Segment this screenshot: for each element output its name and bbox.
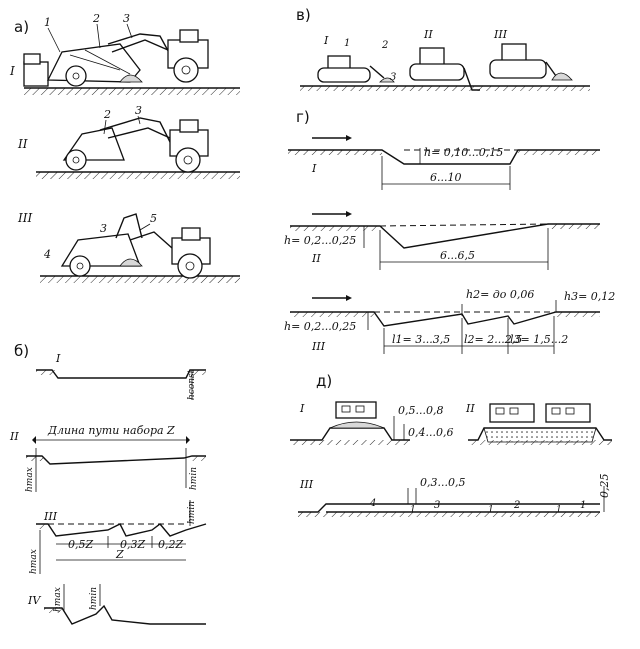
panel-a1-scraper: I 1 2 3: [9, 12, 240, 95]
roman-bIV: IV: [27, 594, 41, 607]
label-1: 1: [44, 16, 51, 29]
d3-width-label: 0,3...0,5: [420, 476, 465, 489]
roman-bI: I: [55, 352, 61, 365]
h-min-label-b3: hmin: [187, 501, 197, 524]
panel-b1-profile: I hconst: [36, 352, 206, 400]
g3-l3-label: l3= 1,5...2: [510, 333, 568, 346]
label-v3: 3: [390, 72, 396, 83]
roman-vII: II: [423, 28, 433, 41]
d1-depth-label: 0,4...0,6: [408, 426, 453, 439]
section-g-label: г): [296, 108, 310, 126]
roman-bII: II: [9, 430, 19, 443]
h-min-label: hmin: [189, 467, 199, 490]
roman-dIII: III: [299, 478, 314, 491]
path-length-label: Длина пути набора Z: [47, 424, 175, 437]
panel-g3-profile: h= 0,2...0,25 h2= до 0,06 h3= 0,12 III l…: [284, 288, 615, 354]
d3-label-2: 2: [513, 500, 520, 511]
roman-III: III: [17, 211, 32, 225]
roman-vI: I: [323, 34, 329, 47]
panel-g2-profile: h= 0,2...0,25 II 6...6,5: [284, 211, 600, 270]
panel-b3-profile: III 0,5Z 0,3Z 0,2Z Z hmax hmin: [29, 500, 207, 574]
label-2b: 2: [103, 108, 111, 121]
panel-d2-section: II: [465, 402, 612, 445]
label-v2: 2: [381, 40, 388, 51]
roman-gII: II: [311, 252, 321, 265]
roman-gI: I: [311, 162, 317, 175]
g1-length-label: 6...10: [430, 171, 462, 184]
panel-v-bulldozers: I 1 2 3 II III: [300, 28, 590, 91]
g1-h-label: h= 0,10...0,15: [424, 146, 503, 159]
label-3c: 3: [100, 222, 107, 235]
d3-depth-label: 0,25: [598, 474, 611, 499]
d3-label-4: 4: [369, 498, 376, 509]
z-label: Z: [115, 548, 124, 561]
panel-g1-profile: h= 0,10...0,15 I 6...10: [288, 135, 600, 190]
seg-02z: 0,2Z: [158, 538, 183, 551]
roman-II: II: [17, 137, 28, 151]
panel-d3-section: III 0,3...0,5 0,25 4 3 2 1 1 1 1: [298, 474, 611, 517]
panel-a3-scraper: III 4 3 5: [17, 211, 240, 283]
label-v1: 1: [344, 38, 350, 49]
label-2: 2: [92, 12, 100, 25]
section-d-label: д): [316, 372, 332, 390]
g3-l1-label: l1= 3...3,5: [392, 333, 450, 346]
d1-width-label: 0,5...0,8: [398, 404, 443, 417]
roman-I: I: [9, 64, 15, 78]
g2-h-label: h= 0,2...0,25: [284, 234, 356, 247]
g2-length-label: 6...6,5: [440, 249, 475, 262]
seg-05z: 0,5Z: [68, 538, 93, 551]
svg-text:1: 1: [556, 505, 562, 515]
svg-text:1: 1: [410, 505, 416, 515]
h-max-label-b3: hmax: [29, 549, 39, 574]
h-min-label-b4: hmin: [89, 587, 99, 610]
roman-gIII: III: [311, 340, 326, 353]
d3-label-1: 1: [580, 500, 586, 511]
label-3: 3: [123, 12, 130, 25]
section-a-label: а): [14, 18, 29, 36]
panel-d1-section: I 0,5...0,8 0,4...0,6: [290, 401, 453, 445]
panel-a2-scraper: II 2 3: [17, 104, 240, 179]
g3-h-label: h= 0,2...0,25: [284, 320, 356, 333]
section-v-label: в): [296, 6, 311, 24]
g3-l2-label: l2= 2...2,5: [464, 333, 522, 346]
roman-vIII: III: [493, 28, 508, 41]
h-max-label-b4: hmax: [53, 587, 63, 612]
seg-03z: 0,3Z: [120, 538, 145, 551]
roman-bIII: III: [43, 510, 58, 523]
h-max-label: hmax: [25, 467, 35, 492]
svg-text:1: 1: [488, 505, 494, 515]
panel-b4-profile: IV hmax hmin: [27, 584, 206, 625]
label-4: 4: [43, 248, 51, 261]
roman-dI: I: [299, 402, 305, 415]
roman-dII: II: [465, 402, 475, 415]
label-3b: 3: [135, 104, 142, 117]
g3-h3-note: h3= 0,12: [564, 290, 615, 303]
section-b-label: б): [14, 342, 29, 360]
g3-h2-note: h2= до 0,06: [466, 288, 534, 301]
h-const-label: hconst: [187, 369, 197, 400]
label-5: 5: [150, 212, 157, 225]
d3-label-3: 3: [434, 500, 440, 511]
panel-b2-profile: II Длина пути набора Z hmax hmin: [9, 424, 206, 492]
